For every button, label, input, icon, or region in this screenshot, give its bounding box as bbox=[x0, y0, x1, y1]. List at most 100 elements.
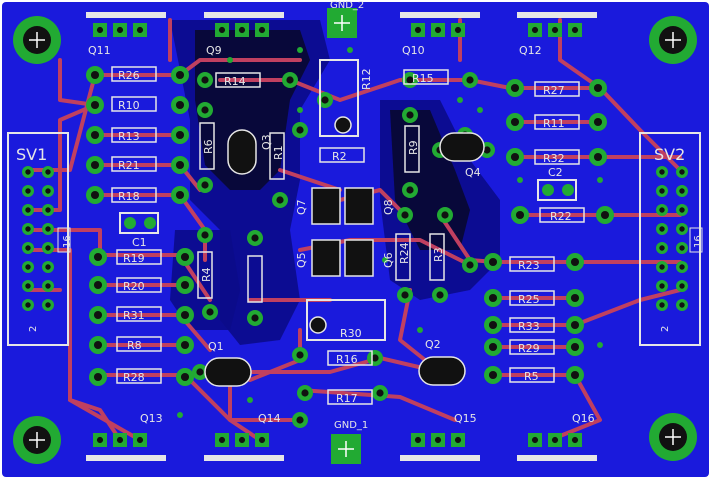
pad-drill bbox=[531, 436, 539, 444]
pad-drill bbox=[371, 354, 379, 362]
pad-drill bbox=[659, 283, 665, 289]
via bbox=[382, 257, 388, 263]
connector-sv1-pin-last-label: 16 bbox=[62, 235, 73, 248]
transistor-q14-label: Q14 bbox=[258, 412, 281, 425]
resistor-r25-label: R25 bbox=[518, 293, 540, 306]
pad-drill bbox=[238, 436, 246, 444]
mounting-hole-top-right bbox=[649, 16, 697, 64]
resistor-r33: R33 bbox=[509, 317, 555, 333]
resistor-r21-label: R21 bbox=[118, 159, 140, 172]
via bbox=[297, 47, 303, 53]
via bbox=[227, 57, 233, 63]
pad-drill bbox=[593, 83, 603, 93]
transistor-q6: Q6 bbox=[344, 239, 395, 277]
pad-drill bbox=[180, 280, 190, 290]
trace bbox=[278, 168, 342, 192]
transistor-q4-label: Q4 bbox=[465, 166, 481, 179]
transistor-q14: Q14 bbox=[204, 412, 284, 461]
pad-drill bbox=[593, 152, 603, 162]
pad-drill bbox=[90, 100, 100, 110]
resistor-r26: R26 bbox=[111, 66, 157, 82]
pad-drill bbox=[25, 207, 31, 213]
pad-drill bbox=[206, 308, 214, 316]
resistor-r9-label: R9 bbox=[407, 140, 420, 155]
pad-drill bbox=[218, 26, 226, 34]
pad-drill bbox=[175, 190, 185, 200]
resistor-r24: R24 bbox=[395, 233, 411, 281]
pad-drill bbox=[679, 226, 685, 232]
pad-drill bbox=[406, 76, 414, 84]
trace bbox=[298, 388, 457, 422]
pad-drill bbox=[570, 342, 580, 352]
resistor-r20-label: R20 bbox=[123, 280, 145, 293]
transistor-q16: Q16 bbox=[517, 412, 597, 461]
resistor-r21: R21 bbox=[111, 156, 157, 172]
pad-drill bbox=[679, 169, 685, 175]
pad-drill bbox=[406, 111, 414, 119]
via bbox=[297, 107, 303, 113]
pad-drill bbox=[180, 372, 190, 382]
transistor-q2-label: Q2 bbox=[425, 338, 441, 351]
resistor-r23: R23 bbox=[509, 256, 555, 272]
capacitor-c1: C1 bbox=[119, 212, 159, 249]
pad-drill bbox=[488, 320, 498, 330]
pad-drill bbox=[570, 370, 580, 380]
pad-drill bbox=[466, 76, 474, 84]
pad-drill bbox=[483, 146, 491, 154]
pad-drill bbox=[441, 211, 449, 219]
pad-drill bbox=[551, 26, 559, 34]
connector-sv1-label: SV1 bbox=[16, 145, 47, 164]
transistor-q5-label: Q5 bbox=[295, 252, 308, 268]
pad-drill bbox=[414, 436, 422, 444]
pad-drill bbox=[488, 370, 498, 380]
pad-drill bbox=[45, 245, 51, 251]
pad-drill bbox=[679, 207, 685, 213]
pad-drill bbox=[296, 126, 304, 134]
resistor-r16: R16 bbox=[327, 350, 373, 366]
transistor-q11-label: Q11 bbox=[88, 44, 111, 57]
pad-drill bbox=[659, 169, 665, 175]
transistor-q16-label: Q16 bbox=[572, 412, 595, 425]
pad-drill bbox=[258, 26, 266, 34]
resistor-r12: R12 bbox=[360, 68, 373, 90]
pad-drill bbox=[679, 245, 685, 251]
via bbox=[597, 342, 603, 348]
pad-drill bbox=[175, 160, 185, 170]
pad-drill bbox=[96, 26, 104, 34]
pad-drill bbox=[136, 436, 144, 444]
via bbox=[477, 107, 483, 113]
resistor-r32: R32 bbox=[534, 149, 580, 165]
via bbox=[457, 97, 463, 103]
pad-drill bbox=[251, 314, 259, 322]
transistor-q12: Q12 bbox=[517, 12, 597, 57]
pad-drill bbox=[116, 436, 124, 444]
pad-drill bbox=[175, 130, 185, 140]
pad-drill bbox=[434, 26, 442, 34]
pad-drill bbox=[296, 351, 304, 359]
pad-drill bbox=[201, 231, 209, 239]
pad-drill bbox=[286, 76, 294, 84]
resistor-r30-label: R30 bbox=[340, 327, 362, 340]
transistor-q13-label: Q13 bbox=[140, 412, 163, 425]
pad-drill bbox=[510, 152, 520, 162]
pad-drill bbox=[679, 264, 685, 270]
connector-sv1-pin1-label: 2 bbox=[28, 326, 39, 332]
transistor-q10-label: Q10 bbox=[402, 44, 425, 57]
pad-drill bbox=[25, 226, 31, 232]
pads bbox=[22, 23, 688, 447]
pad-drill bbox=[45, 207, 51, 213]
pad-drill bbox=[90, 190, 100, 200]
resistor-r22: R22 bbox=[539, 207, 585, 223]
pad-drill bbox=[679, 302, 685, 308]
ground-pad-2-label: GND_2 bbox=[330, 0, 364, 11]
capacitor-c2: C2 bbox=[537, 166, 577, 201]
pad-drill bbox=[45, 302, 51, 308]
pad-drill bbox=[180, 340, 190, 350]
pad-drill bbox=[25, 188, 31, 194]
pad-drill bbox=[571, 26, 579, 34]
pad-drill bbox=[659, 188, 665, 194]
pad-drill bbox=[571, 436, 579, 444]
resistor-r1-label: R1 bbox=[272, 145, 285, 160]
transistor-q13: Q13 bbox=[86, 412, 166, 461]
pad-drill bbox=[551, 436, 559, 444]
